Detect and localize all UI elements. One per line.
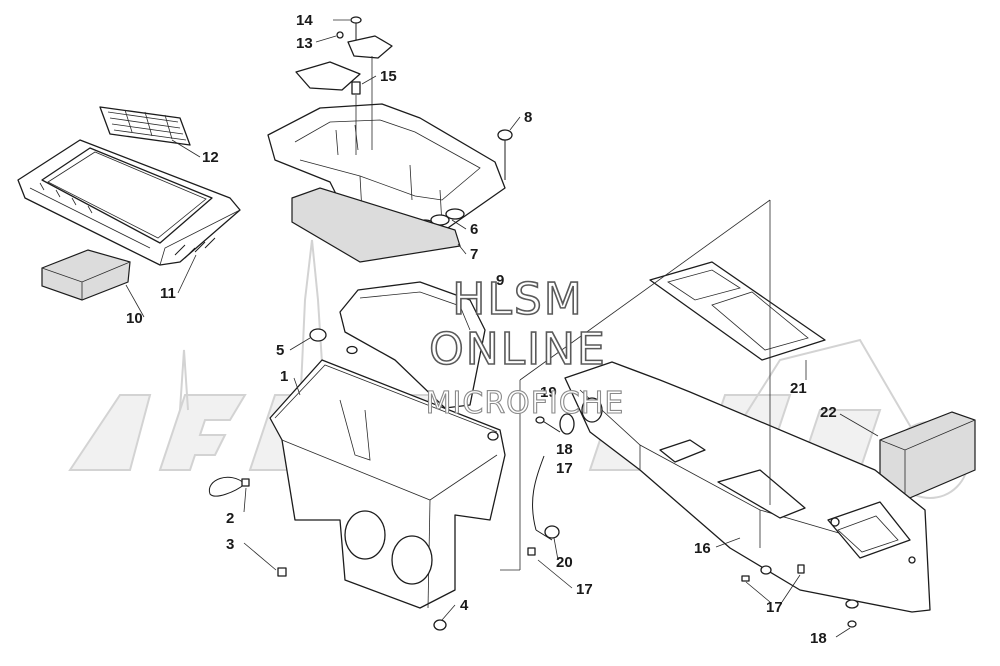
callout-6: 6 — [470, 221, 478, 238]
callout-7: 7 — [470, 246, 478, 263]
callout-4: 4 — [460, 597, 469, 614]
callout-12: 12 — [202, 149, 219, 166]
part-11-lid — [17, 139, 241, 266]
watermark-line-2: ONLINE — [429, 324, 607, 375]
callout-labels: 14 13 15 8 12 6 7 9 11 10 5 1 19 21 22 1… — [126, 12, 837, 647]
callout-17-lower: 17 — [766, 599, 783, 616]
callout-15: 15 — [380, 68, 397, 85]
part-21-gasket — [649, 261, 826, 361]
assembly-lines — [355, 56, 771, 571]
callout-20: 20 — [556, 554, 573, 571]
watermark-line-1: HLSM — [452, 274, 584, 325]
callout-18-upper: 18 — [556, 441, 573, 458]
callout-5: 5 — [276, 342, 284, 359]
callout-2: 2 — [226, 510, 234, 527]
callout-14: 14 — [296, 12, 313, 29]
callout-22: 22 — [820, 404, 837, 421]
callout-10: 10 — [126, 310, 143, 327]
part-5-cap — [309, 328, 358, 355]
watermark-line-3: MICROFICHE — [426, 386, 625, 421]
parts-2-3-4-fasteners — [208, 476, 447, 631]
part-16-housing — [564, 361, 931, 613]
callout-18-lower: 18 — [810, 630, 827, 647]
callout-19: 19 — [540, 384, 557, 401]
part-8-screw — [497, 129, 513, 180]
part-12-filter-grille — [99, 106, 191, 146]
callout-11: 11 — [160, 285, 176, 302]
callout-1: 1 — [280, 368, 288, 385]
callout-17-upper: 17 — [556, 460, 573, 477]
callout-21: 21 — [790, 380, 807, 397]
callout-16: 16 — [694, 540, 711, 557]
part-1-airbox — [269, 359, 506, 609]
part-9-boot — [339, 281, 486, 409]
watermark: HLSM ONLINE MICROFICHE — [425, 273, 625, 421]
part-10-foam — [41, 249, 131, 301]
callout-17-middle: 17 — [576, 581, 593, 598]
callout-3: 3 — [226, 536, 234, 553]
parts-17-to-20-hardware — [527, 413, 859, 628]
parts-13-14-15-hardware — [295, 16, 393, 95]
callout-8: 8 — [524, 109, 532, 126]
callout-13: 13 — [296, 35, 313, 52]
leader-lines — [125, 19, 879, 638]
callout-9: 9 — [496, 272, 504, 289]
